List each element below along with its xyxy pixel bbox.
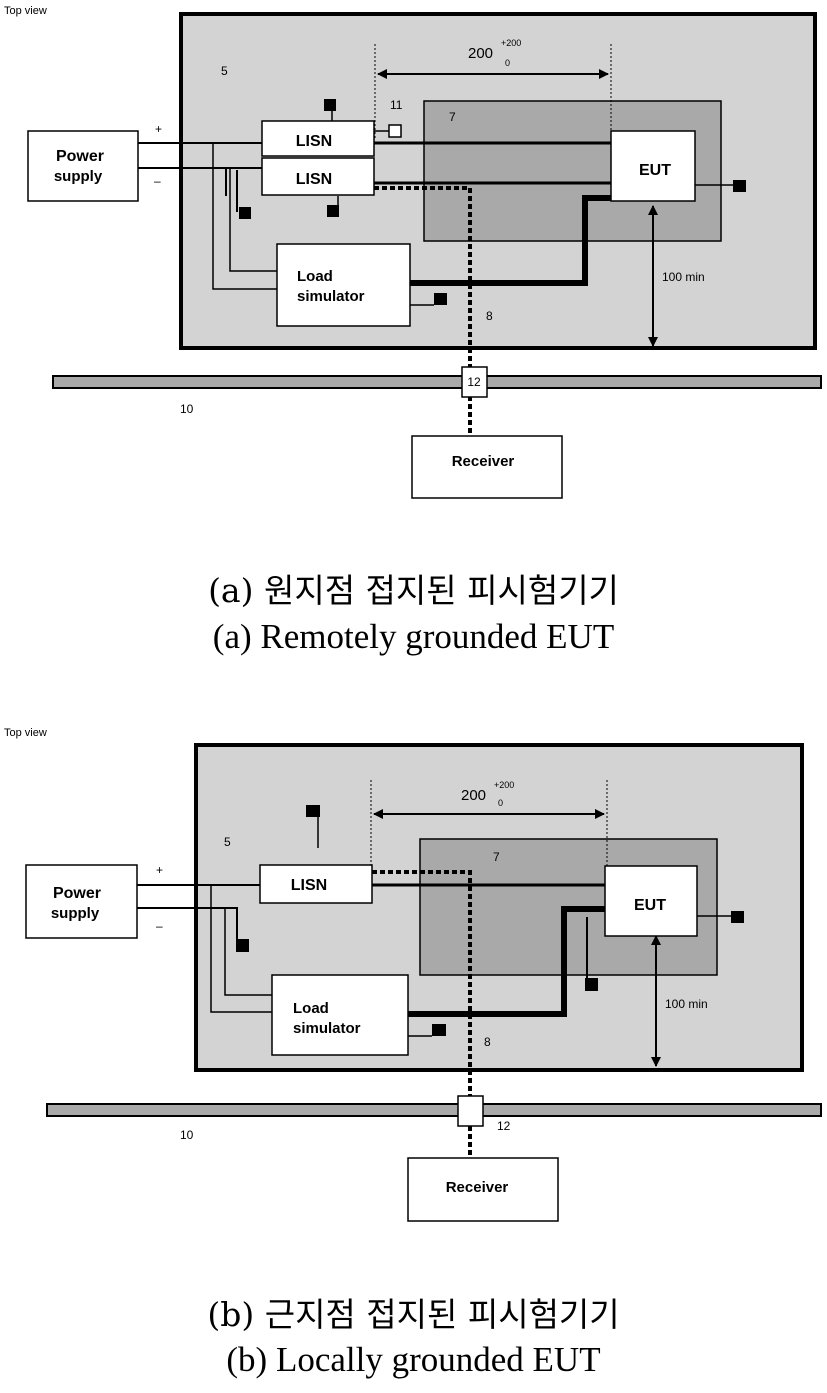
label-8: 8	[484, 1035, 491, 1049]
receiver-box	[407, 1157, 559, 1222]
power-supply-label-2: supply	[54, 168, 103, 185]
receiver-cable	[374, 186, 472, 436]
reference-bar	[52, 375, 822, 389]
ground-terminal	[434, 293, 447, 305]
plus-sign: +	[156, 863, 163, 877]
label-10: 10	[180, 402, 194, 416]
wiring	[138, 108, 733, 306]
dimension-100-min: 100 min	[665, 997, 708, 1011]
top-view-label: Top view	[4, 727, 47, 739]
lisn-top-box	[261, 120, 375, 157]
label-10: 10	[180, 1128, 194, 1142]
label-8: 8	[486, 309, 493, 323]
minus-sign: –	[156, 919, 163, 933]
wiring	[137, 806, 731, 1037]
ground-terminal	[327, 205, 339, 217]
dimension-100-min: 100 min	[662, 270, 705, 284]
dimension-200-sub: 0	[505, 58, 510, 68]
ground-terminal	[733, 180, 746, 192]
power-supply-label-1: Power	[53, 885, 101, 902]
caption-a-english: (a) Remotely grounded EUT	[212, 617, 615, 656]
power-supply-label-2: supply	[51, 905, 100, 922]
label-5: 5	[224, 835, 231, 849]
load-simulator-box	[276, 243, 411, 327]
ground-terminal	[324, 99, 336, 111]
label-5: 5	[221, 64, 228, 78]
lisn-label: LISN	[291, 877, 327, 894]
eut-label: EUT	[634, 897, 666, 914]
ground-terminal	[731, 911, 744, 923]
power-supply-box	[27, 130, 139, 202]
minus-sign: –	[154, 174, 161, 188]
label-12: 12	[497, 1119, 511, 1133]
dimension-200-sup: +200	[501, 38, 521, 48]
receiver-label: Receiver	[452, 453, 515, 470]
label-7: 7	[449, 110, 456, 124]
ground-terminal	[306, 805, 320, 817]
eut-box	[604, 865, 698, 937]
eut-label: EUT	[639, 162, 671, 179]
ground-terminal	[236, 939, 249, 952]
lisn-bottom-label: LISN	[296, 171, 332, 188]
caption-a-korean: (a) 원지점 접지된 피시험기기	[208, 571, 619, 610]
dimension-200-sup: +200	[494, 780, 514, 790]
terminal-11	[388, 124, 402, 138]
receiver-label: Receiver	[446, 1179, 509, 1196]
power-supply-box	[25, 864, 138, 939]
ground-terminal	[585, 978, 598, 991]
load-simulator-label-1: Load	[293, 1000, 329, 1017]
caption-b-english: (b) Locally grounded EUT	[226, 1340, 601, 1379]
label-12: 12	[467, 375, 481, 389]
label-7: 7	[493, 850, 500, 864]
connector-12	[457, 1095, 484, 1127]
load-simulator-box	[271, 974, 409, 1056]
receiver-cable	[372, 870, 472, 1166]
eut-box	[610, 130, 696, 202]
figure-locally-grounded: Top view 200 +200 0 100 min Power supply…	[4, 727, 822, 1222]
lisn-bottom-box	[261, 157, 375, 196]
label-11: 11	[390, 98, 403, 112]
load-simulator-label-1: Load	[297, 268, 333, 285]
power-supply-label-1: Power	[56, 148, 104, 165]
top-view-label: Top view	[4, 5, 47, 17]
figure-remotely-grounded: Top view 200 +200 0 100 min Power	[4, 5, 822, 499]
dimension-200: 200	[461, 787, 486, 804]
load-simulator-label-2: simulator	[293, 1020, 361, 1037]
ground-terminal	[239, 207, 251, 219]
lisn-top-label: LISN	[296, 133, 332, 150]
dimension-200-sub: 0	[498, 798, 503, 808]
plus-sign: +	[155, 122, 162, 136]
ground-terminal	[432, 1024, 446, 1036]
load-simulator-label-2: simulator	[297, 288, 365, 305]
caption-b-korean: (b) 근지점 접지된 피시험기기	[207, 1295, 620, 1334]
reference-bar	[46, 1103, 822, 1117]
connector-12	[461, 366, 488, 398]
dimension-200: 200	[468, 45, 493, 62]
receiver-box	[411, 435, 563, 499]
lisn-box	[259, 864, 373, 904]
